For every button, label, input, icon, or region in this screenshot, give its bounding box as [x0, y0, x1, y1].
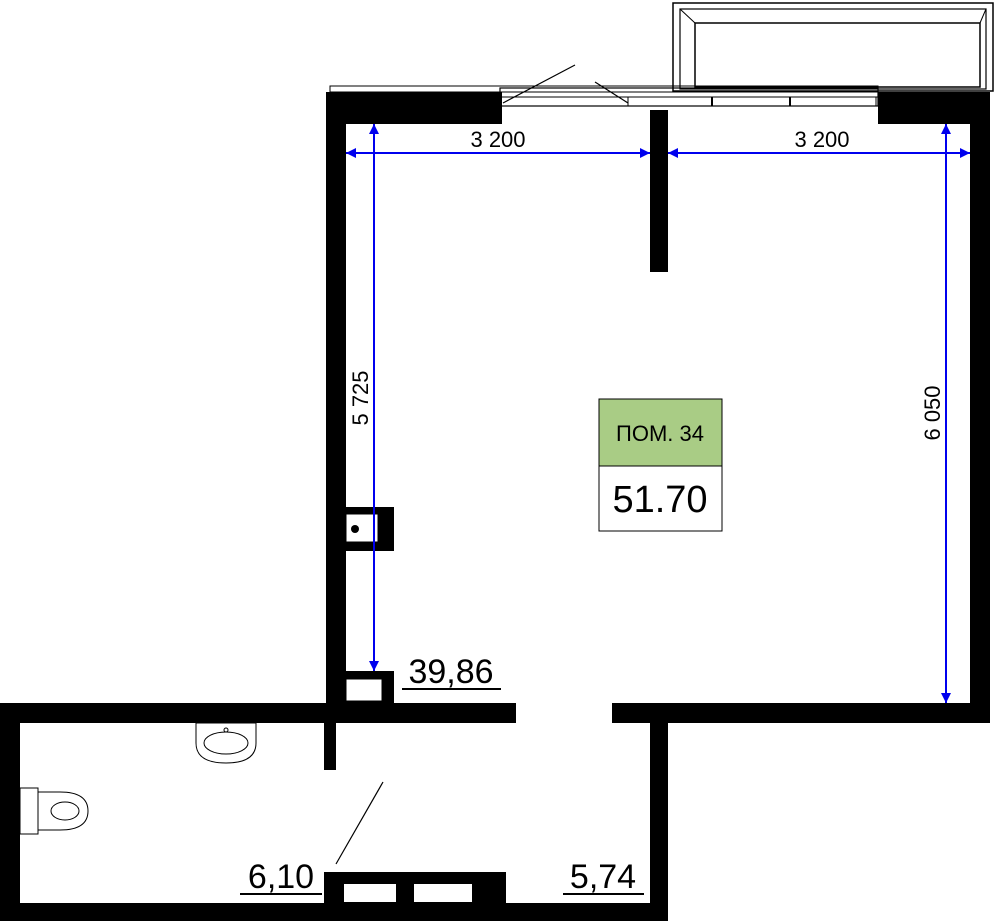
walls [0, 92, 990, 921]
niche-openings [344, 884, 472, 902]
area-bathroom-text: 6,10 [248, 858, 314, 896]
area-hall: 5,74 [563, 858, 644, 896]
area-bathroom: 6,10 [240, 858, 322, 896]
room-label-body [598, 465, 723, 532]
dim-width-right: 3 200 [794, 127, 849, 152]
sink-icon [195, 722, 257, 764]
dimension-lines [346, 124, 970, 703]
bathroom-door-swing [335, 781, 384, 865]
dim-width-left: 3 200 [470, 127, 525, 152]
area-main-text: 39,86 [408, 653, 493, 691]
area-main: 39,86 [402, 653, 501, 691]
room-label-header [598, 398, 723, 467]
area-hall-text: 5,74 [570, 858, 636, 896]
balcony [672, 2, 994, 92]
room-name: ПОМ. 34 [616, 421, 704, 446]
service-shaft [345, 507, 394, 551]
room-label: ПОМ. 34 51.70 [598, 398, 723, 532]
window-glazing [329, 85, 879, 107]
balcony-door-swing [502, 64, 629, 104]
dim-height-left: 5 725 [348, 370, 373, 425]
room-total-area: 51.70 [612, 479, 707, 521]
toilet-icon [19, 787, 89, 835]
wall-niche [345, 671, 394, 703]
dim-height-right: 6 050 [920, 385, 945, 440]
